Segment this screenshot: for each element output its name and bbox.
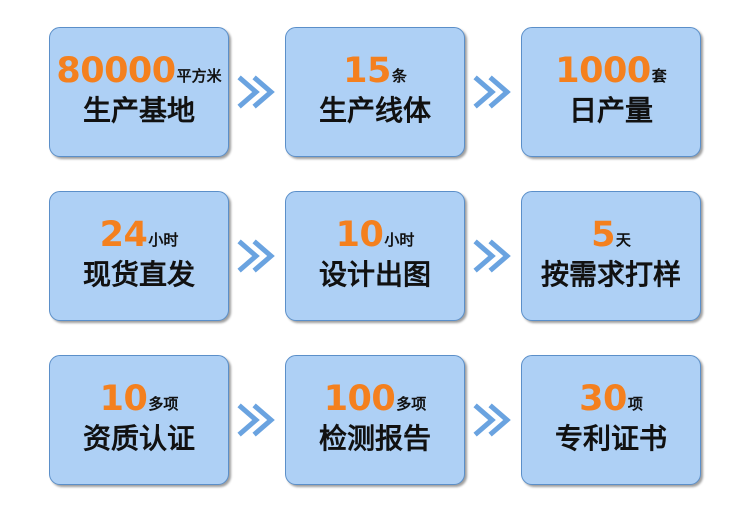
stat-unit: 多项 xyxy=(148,395,179,414)
stat-unit: 项 xyxy=(627,395,643,414)
stat-unit: 小时 xyxy=(384,231,415,250)
stat-card[interactable]: 10 小时 设计出图 xyxy=(285,191,465,321)
double-chevron-right-icon xyxy=(465,27,521,157)
double-chevron-right-icon xyxy=(229,27,285,157)
stat-card[interactable]: 5 天 按需求打样 xyxy=(521,191,701,321)
stat-card[interactable]: 80000 平方米 生产基地 xyxy=(49,27,229,157)
stat-number: 1000 xyxy=(555,51,651,92)
stat-card[interactable]: 15 条 生产线体 xyxy=(285,27,465,157)
stat-card[interactable]: 30 项 专利证书 xyxy=(521,355,701,485)
stat-number: 10 xyxy=(335,215,384,256)
stat-card[interactable]: 1000 套 日产量 xyxy=(521,27,701,157)
stat-card-headline: 30 项 xyxy=(579,382,643,417)
infographic-row: 24 小时 现货直发 10 小时 设计出图 xyxy=(18,191,732,321)
stat-number: 10 xyxy=(99,379,148,420)
stat-label: 生产基地 xyxy=(82,94,195,128)
stat-label: 设计出图 xyxy=(318,258,431,292)
infographic-row: 10 多项 资质认证 100 多项 检测报告 xyxy=(18,355,732,485)
infographic-row: 80000 平方米 生产基地 15 条 生产线体 xyxy=(18,27,732,157)
stat-label: 检测报告 xyxy=(318,422,431,456)
stat-card-headline: 80000 平方米 xyxy=(56,54,221,89)
stat-number: 5 xyxy=(591,215,615,256)
stat-card-headline: 100 多项 xyxy=(324,382,427,417)
stat-label: 资质认证 xyxy=(82,422,195,456)
stat-unit: 多项 xyxy=(396,395,427,414)
stat-card[interactable]: 24 小时 现货直发 xyxy=(49,191,229,321)
stat-unit: 套 xyxy=(651,67,667,86)
stat-unit: 小时 xyxy=(148,231,179,250)
double-chevron-right-icon xyxy=(229,355,285,485)
stat-number: 15 xyxy=(343,51,391,92)
stat-card-headline: 15 条 xyxy=(343,54,407,89)
stat-card-headline: 10 多项 xyxy=(100,382,179,417)
double-chevron-right-icon xyxy=(229,191,285,321)
stat-label: 专利证书 xyxy=(554,422,667,456)
stat-label: 现货直发 xyxy=(82,258,195,292)
stat-card[interactable]: 100 多项 检测报告 xyxy=(285,355,465,485)
stat-card-headline: 10 小时 xyxy=(336,218,415,253)
stat-label: 按需求打样 xyxy=(540,258,681,292)
stat-unit: 平方米 xyxy=(176,67,222,86)
stat-card-headline: 1000 套 xyxy=(555,54,666,89)
stat-label: 生产线体 xyxy=(318,94,431,128)
double-chevron-right-icon xyxy=(465,355,521,485)
stat-card[interactable]: 10 多项 资质认证 xyxy=(49,355,229,485)
stat-number: 100 xyxy=(323,379,396,420)
stat-unit: 天 xyxy=(615,231,631,250)
double-chevron-right-icon xyxy=(465,191,521,321)
stat-unit: 条 xyxy=(391,67,407,86)
stat-card-headline: 24 小时 xyxy=(100,218,179,253)
stat-card-headline: 5 天 xyxy=(591,218,631,253)
stat-number: 24 xyxy=(99,215,148,256)
stat-number: 30 xyxy=(579,379,627,420)
stat-label: 日产量 xyxy=(568,94,653,128)
stat-number: 80000 xyxy=(56,51,176,92)
